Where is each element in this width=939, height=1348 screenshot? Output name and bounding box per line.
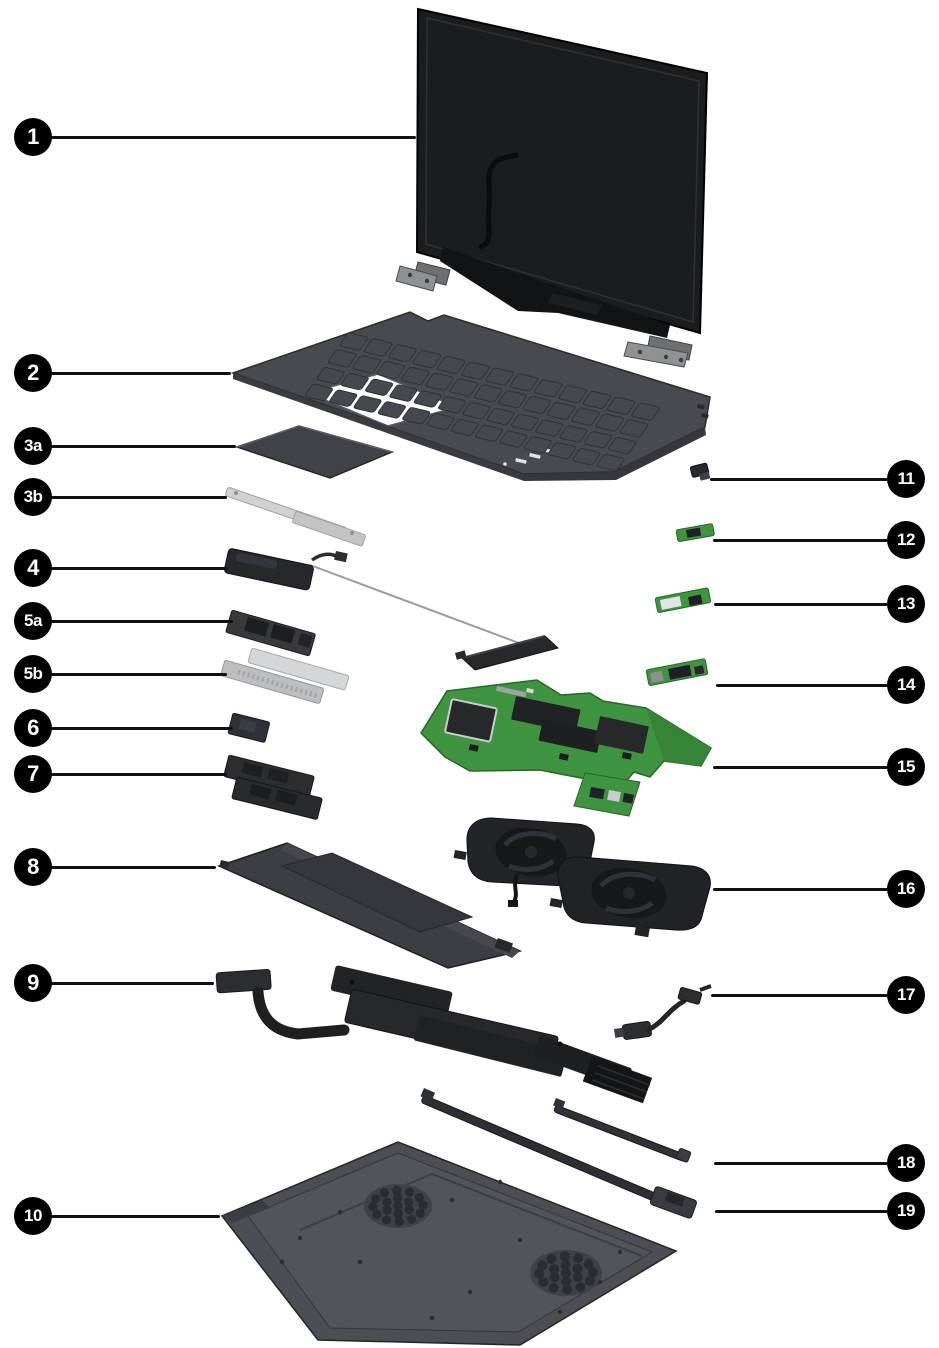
fans [453,817,711,938]
rear-bracket-right [553,1098,692,1163]
callout-badge-3b: 3b [14,478,52,516]
callout-badge-15: 15 [887,748,925,786]
leader-line-14 [716,683,889,687]
leader-line-6 [50,726,233,730]
leader-line-4 [50,566,228,570]
leader-line-7 [50,772,227,776]
display-assembly [415,7,709,338]
leader-line-1 [50,135,416,139]
callout-badge-7: 7 [14,755,52,793]
leader-line-3b [50,495,227,499]
rear-bracket-left [420,1088,698,1219]
touchpad-bracket [225,487,366,547]
callout-badge-12: 12 [887,521,925,559]
leader-line-3a [50,444,236,448]
callout-badge-8: 8 [14,848,52,886]
leader-line-16 [713,887,889,891]
callout-badge-14: 14 [887,666,925,704]
solid-state-drive [225,609,316,657]
speakers [224,548,560,671]
leader-line-10 [50,1214,220,1218]
callout-badge-13: 13 [887,585,925,623]
callout-badge-3a: 3a [14,427,52,465]
callout-badge-11: 11 [887,460,925,498]
power-button-board [689,462,711,481]
callout-badge-9: 9 [14,964,52,1002]
callout-badge-4: 4 [14,549,52,587]
leader-line-19 [715,1209,889,1213]
callout-badge-6: 6 [14,709,52,747]
leader-line-12 [713,538,889,542]
callout-badge-5a: 5a [14,602,52,640]
callout-badge-2: 2 [14,354,52,392]
callout-badge-16: 16 [887,870,925,908]
small-circuit-board-12 [675,523,715,543]
leader-line-9 [50,981,214,985]
touchpad [234,425,395,479]
leader-line-11 [710,477,889,481]
callout-badge-1: 1 [14,118,52,156]
system-board [420,679,713,817]
power-connector-cable [614,984,712,1040]
callout-badge-19: 19 [887,1192,925,1230]
memory-modules [223,754,323,820]
callout-badge-18: 18 [887,1144,925,1182]
callout-badge-17: 17 [887,976,925,1014]
leader-line-5b [50,672,227,676]
callout-badge-5b: 5b [14,655,52,693]
leader-line-18 [714,1161,889,1165]
leader-line-13 [714,602,889,606]
small-circuit-board-14 [645,658,709,686]
leader-line-17 [711,993,889,997]
bottom-cover [220,1141,678,1346]
leader-line-15 [713,765,889,769]
leader-line-2 [50,371,231,375]
wlan-module [227,712,270,743]
heat-sink [215,965,653,1104]
display-hinge-right-icon [623,335,693,368]
leader-line-5a [50,619,233,623]
battery [216,842,523,969]
callout-badge-10: 10 [14,1197,52,1235]
drive-bracket [220,647,350,704]
small-circuit-board-13 [654,587,712,613]
leader-line-8 [50,865,216,869]
display-hinge-left-icon [395,261,451,292]
